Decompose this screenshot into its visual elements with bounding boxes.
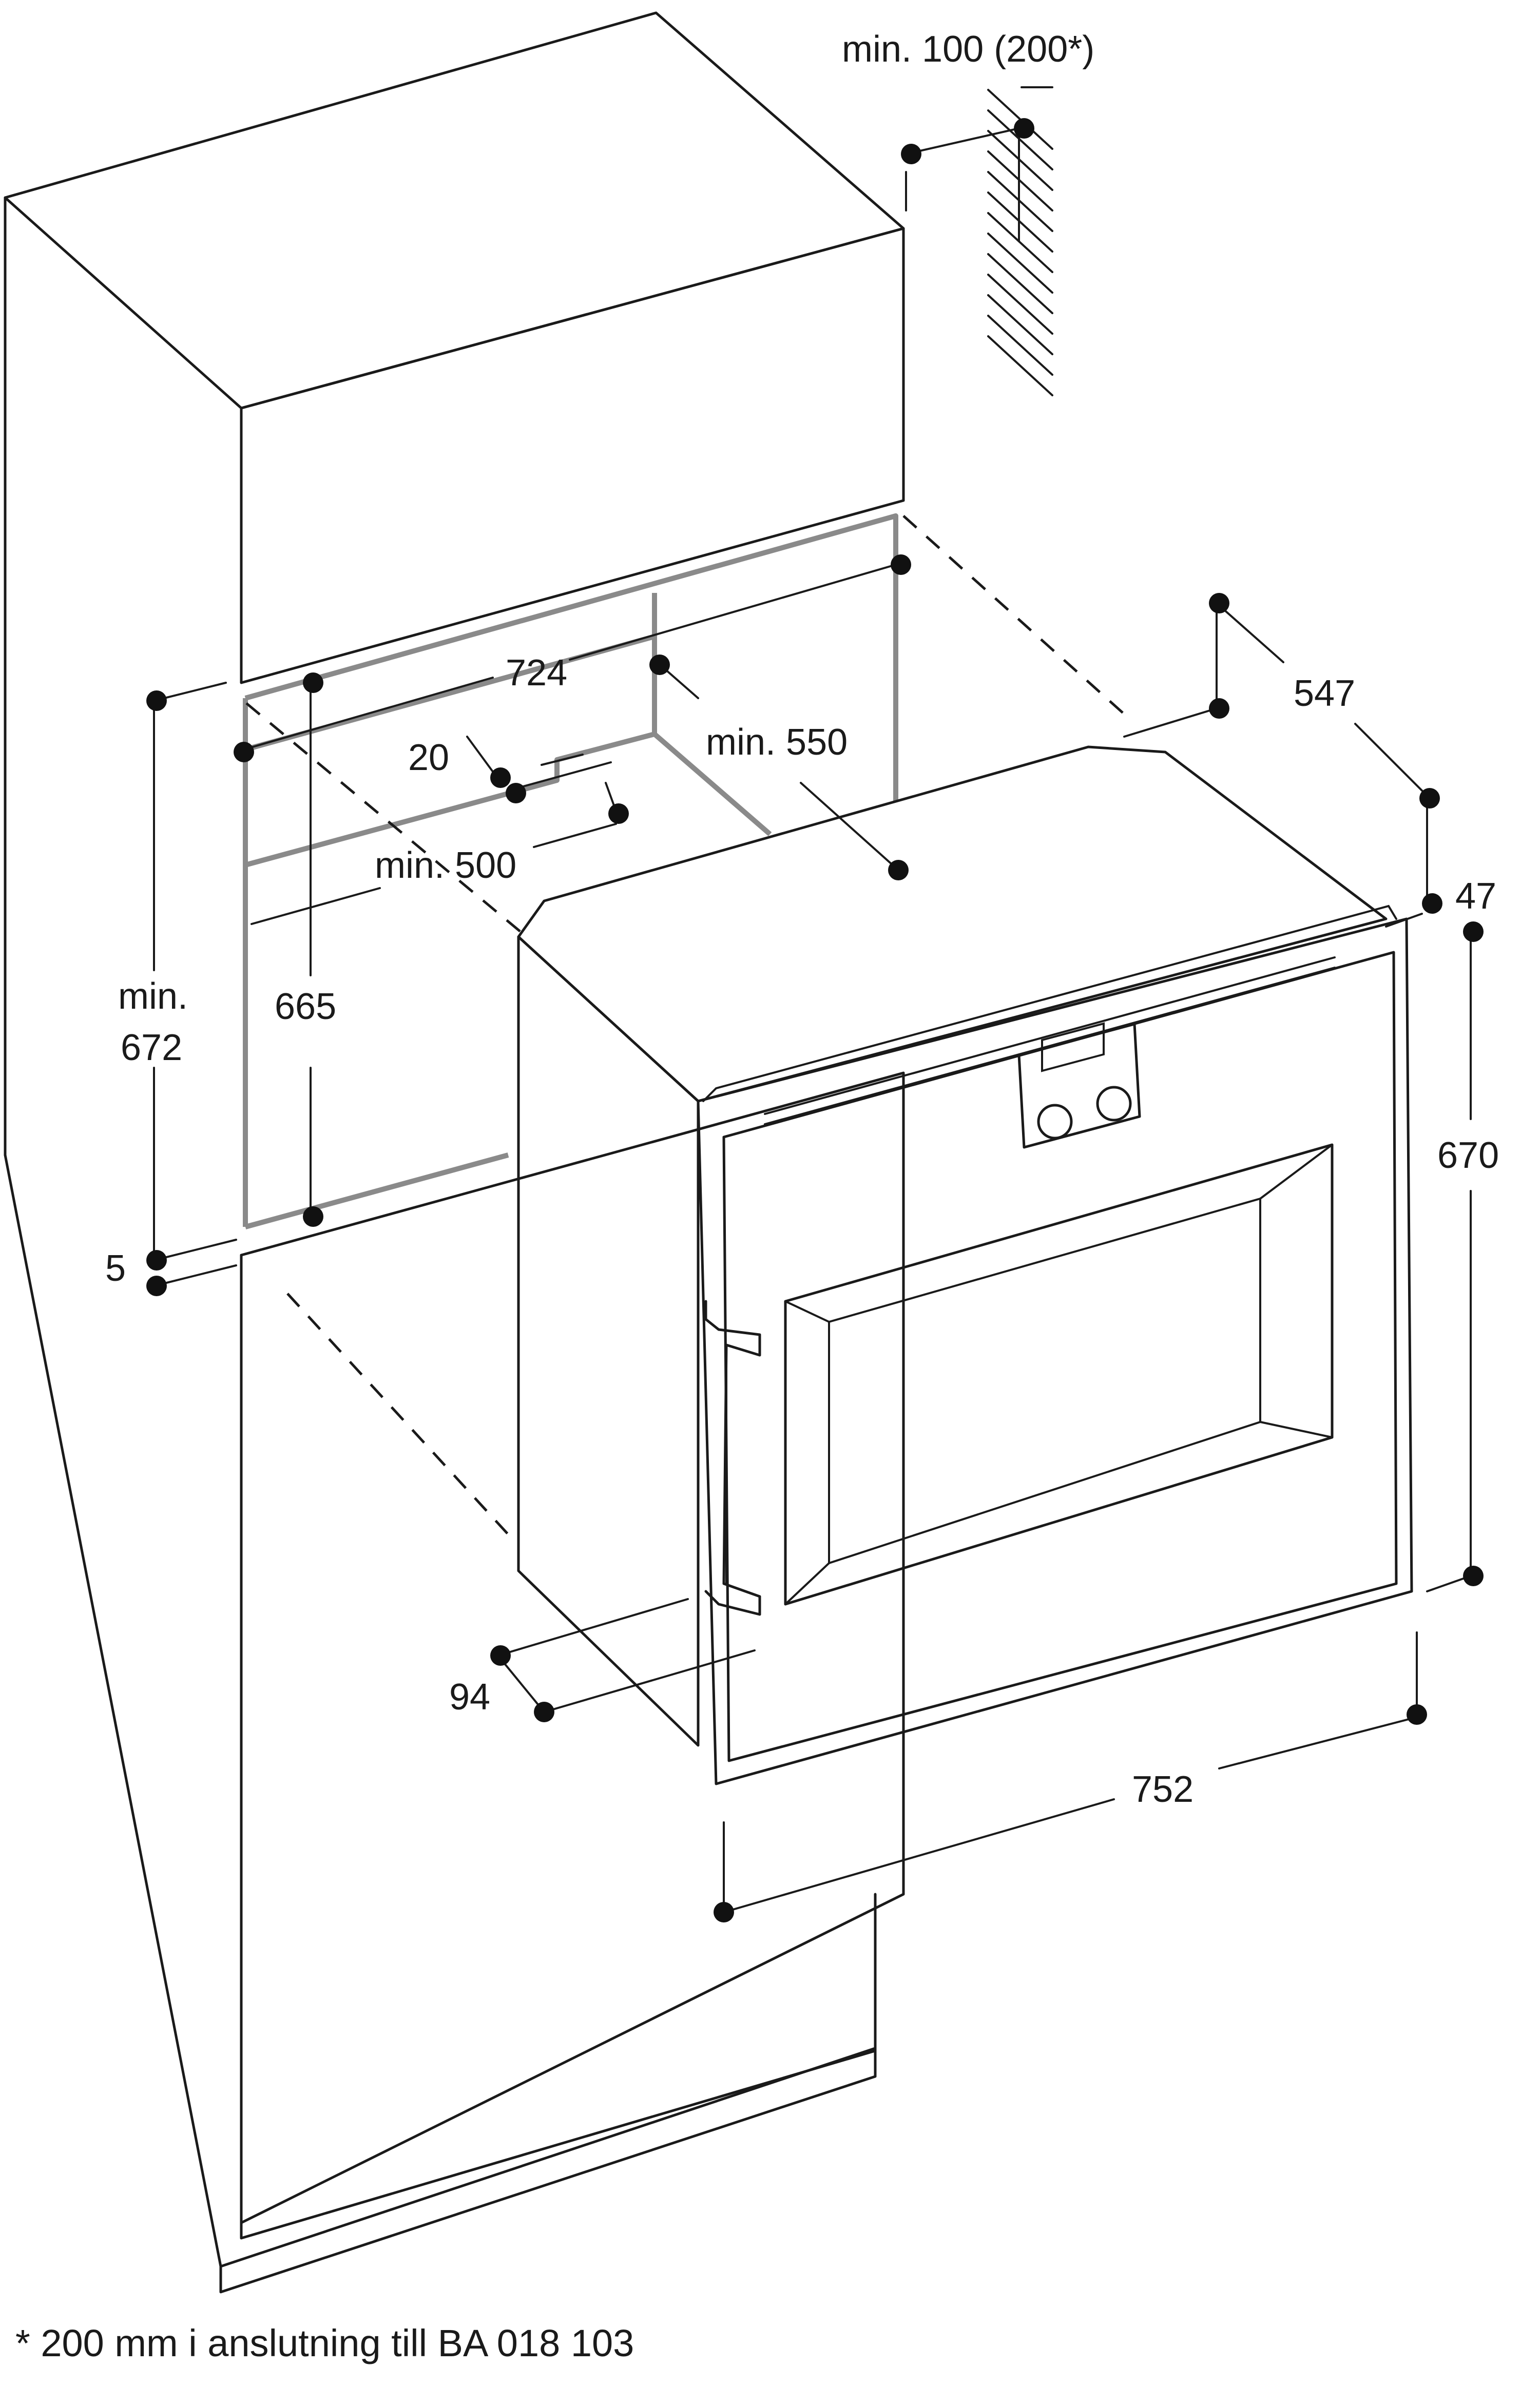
footnote: * 200 mm i anslutning till BA 018 103 (15, 2322, 634, 2364)
wall-hatch (987, 86, 1053, 396)
display-icon (1041, 1022, 1105, 1072)
dimension-lines (153, 127, 1472, 1913)
knob-right-icon (1096, 1086, 1132, 1122)
niche-outline (243, 513, 898, 1229)
dimension-labels: min. 100 (200*) 724 20 min. 550 min. 500… (105, 29, 1499, 1810)
dimension-dots (146, 118, 1484, 1922)
upper-cabinet (240, 227, 905, 684)
projection-lines (245, 515, 1130, 1541)
control-panel (1017, 1022, 1141, 1149)
oven (517, 745, 1413, 1785)
door-handle (704, 1300, 761, 1616)
label-oven-width: 752 (1132, 1769, 1194, 1810)
label-niche-height-a: min. (118, 976, 188, 1017)
label-niche-height-b: 672 (121, 1027, 182, 1068)
label-oven-body-height: 665 (275, 986, 336, 1027)
tall-cabinet (4, 11, 905, 2294)
label-niche-depth-top: min. 550 (706, 722, 848, 763)
label-niche-width: 724 (506, 652, 567, 694)
label-top-clearance: min. 100 (200*) (842, 29, 1094, 70)
lower-cabinet (240, 1071, 905, 2240)
label-front-panel: 47 (1455, 876, 1496, 917)
label-oven-height: 670 (1437, 1135, 1499, 1176)
label-step: 20 (408, 737, 449, 778)
label-oven-depth: 547 (1294, 673, 1355, 714)
label-niche-depth-bottom: min. 500 (375, 845, 516, 886)
label-handle: 94 (449, 1677, 490, 1718)
knob-left-icon (1037, 1104, 1073, 1140)
label-gap: 5 (105, 1248, 126, 1289)
